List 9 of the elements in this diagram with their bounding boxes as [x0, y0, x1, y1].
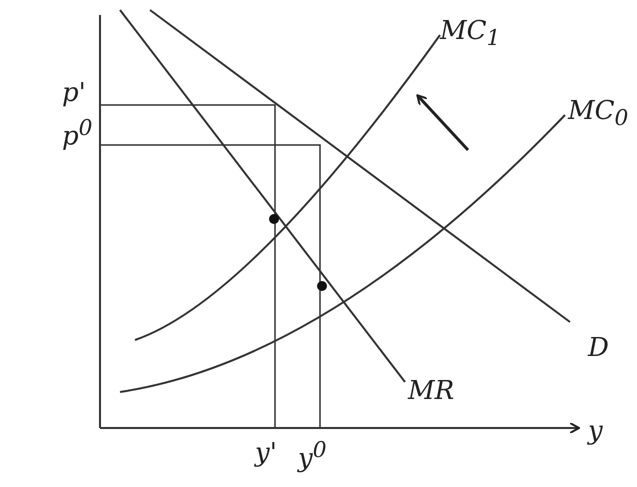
axis-label: p': [62, 80, 86, 106]
axis-label: y$^{0}$: [298, 440, 326, 472]
axis-label: p$^{0}$: [62, 118, 92, 150]
curve-label: MC$_{0}$: [568, 98, 628, 130]
axis-label: y': [255, 440, 277, 466]
axis-label: y: [588, 418, 603, 444]
curve-label: MC$_{1}$: [440, 18, 500, 50]
curve-label: D: [588, 335, 609, 361]
curve-label: MR: [408, 378, 454, 404]
